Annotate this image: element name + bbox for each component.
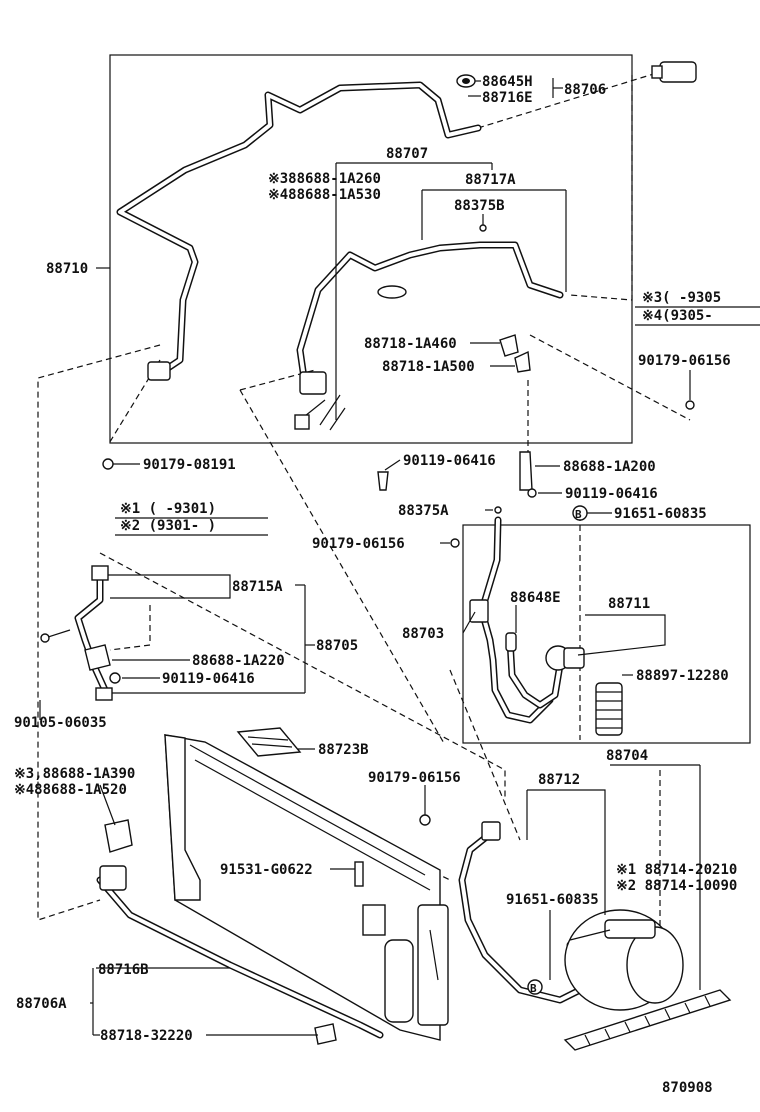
clamp-88718-32220-icon bbox=[314, 1023, 337, 1045]
label-88688-1A220: 88688-1A220 bbox=[192, 653, 285, 669]
clip-icon bbox=[377, 285, 407, 299]
circle-b-marker-top: B bbox=[572, 505, 588, 521]
compressor-hose-frame bbox=[462, 524, 751, 744]
label-88706: 88706 bbox=[564, 82, 606, 98]
circle-b-marker-bottom: B bbox=[527, 979, 543, 995]
label-88375B: 88375B bbox=[454, 198, 505, 214]
fitting-88715A-top-icon bbox=[91, 565, 109, 581]
label-90119-06416-c: 90119-06416 bbox=[162, 671, 255, 687]
fitting-88712-icon bbox=[481, 821, 501, 841]
fitting-88716B-icon bbox=[99, 865, 127, 891]
label-88688-1A530: ※488688-1A530 bbox=[268, 187, 381, 203]
nut-88375B-icon bbox=[479, 224, 487, 232]
compressor-icon bbox=[564, 909, 684, 1011]
bracket-upper-left-icon bbox=[299, 371, 327, 395]
label-88706A: 88706A bbox=[16, 996, 67, 1012]
label-88648E: 88648E bbox=[510, 590, 561, 606]
label-88645H: 88645H bbox=[482, 74, 533, 90]
svg-text:B: B bbox=[530, 982, 537, 995]
label-90179-06156-a: 90179-06156 bbox=[638, 353, 731, 369]
label-88688-1A200: 88688-1A200 bbox=[563, 459, 656, 475]
leader-lines bbox=[39, 78, 701, 1036]
bolt-91531-G0622-icon bbox=[354, 861, 386, 936]
hose-88703 bbox=[479, 516, 554, 724]
label-88707: 88707 bbox=[386, 146, 428, 162]
fitting-88703-icon bbox=[469, 599, 489, 623]
note-n4: ※4(9305- bbox=[642, 308, 713, 324]
label-88688-1A390: ※3,88688-1A390 bbox=[14, 766, 135, 782]
label-88714-20210: ※1 88714-20210 bbox=[616, 862, 737, 878]
label-88711: 88711 bbox=[608, 596, 650, 612]
o-ring-88645H-icon bbox=[456, 74, 476, 88]
nut-90179-06156-c-icon bbox=[419, 814, 431, 826]
sensor-88648E-icon bbox=[505, 632, 517, 652]
fitting-88715A-bottom-icon bbox=[95, 687, 113, 701]
label-91531-G0622: 91531-G0622 bbox=[220, 862, 313, 878]
label-88714-10090: ※2 88714-10090 bbox=[616, 878, 737, 894]
label-88710: 88710 bbox=[46, 261, 88, 277]
bolt-cluster-icon bbox=[294, 394, 346, 431]
note-n2: ※2 (9301- ) bbox=[120, 518, 216, 534]
nut-90179-06156-b-icon bbox=[450, 538, 460, 548]
label-88705: 88705 bbox=[316, 638, 358, 654]
label-90119-06416-a: 90119-06416 bbox=[403, 453, 496, 469]
label-88716E: 88716E bbox=[482, 90, 533, 106]
label-88704: 88704 bbox=[606, 748, 648, 764]
diagram-id: 870908 bbox=[662, 1080, 713, 1096]
pipe-88707 bbox=[296, 241, 564, 389]
label-90179-06156-c: 90179-06156 bbox=[368, 770, 461, 786]
label-88723B: 88723B bbox=[318, 742, 369, 758]
label-88375A: 88375A bbox=[398, 503, 449, 519]
pressure-switch-icon bbox=[651, 61, 697, 83]
condenser-icon bbox=[164, 734, 441, 1041]
tube-88715A bbox=[74, 566, 109, 694]
label-88716B: 88716B bbox=[98, 962, 149, 978]
label-88688-1A260: ※388688-1A260 bbox=[268, 171, 381, 187]
part-labels: 88645H 88716E 88706 88707 88717A ※388688… bbox=[14, 74, 760, 1096]
clamp-88688-1A220-icon bbox=[84, 644, 111, 671]
label-90179-06156-b: 90179-06156 bbox=[312, 536, 405, 552]
note-n3: ※3( -9305 bbox=[642, 290, 721, 306]
label-88703: 88703 bbox=[402, 626, 444, 642]
note-n1: ※1 ( -9301) bbox=[120, 501, 216, 517]
bracket-88710-icon bbox=[147, 361, 171, 381]
receiver-drier-icon bbox=[384, 904, 449, 1026]
label-90179-08191: 90179-08191 bbox=[143, 457, 236, 473]
bracket-88688-1A390-icon bbox=[104, 819, 133, 853]
label-88715A: 88715A bbox=[232, 579, 283, 595]
label-90105-06035: 90105-06035 bbox=[14, 715, 107, 731]
label-88718-32220: 88718-32220 bbox=[100, 1028, 193, 1044]
hose-88704 bbox=[506, 636, 564, 709]
bolt-90119-06416-icon bbox=[377, 471, 389, 491]
clamp-88718-1A500-icon bbox=[514, 350, 531, 373]
label-plate-88723B-icon bbox=[236, 727, 302, 757]
belt-icon bbox=[563, 989, 732, 1051]
label-88712: 88712 bbox=[538, 772, 580, 788]
label-88688-1A520: ※488688-1A520 bbox=[14, 782, 127, 798]
muffler-88711-icon bbox=[545, 645, 585, 671]
label-88718-1A460: 88718-1A460 bbox=[364, 336, 457, 352]
nut-88375A-icon bbox=[494, 506, 502, 514]
svg-text:B: B bbox=[575, 508, 582, 521]
tube-88716B bbox=[96, 876, 384, 1039]
nut-90179-08191-icon bbox=[102, 458, 114, 470]
clamp-88718-1A460-icon bbox=[499, 334, 519, 357]
label-91651-60835-b: 91651-60835 bbox=[506, 892, 599, 908]
label-88897-12280: 88897-12280 bbox=[636, 668, 729, 684]
bolt-90119-06416-b-icon bbox=[527, 488, 537, 498]
bracket-88688-1A200-icon bbox=[519, 451, 533, 491]
label-90119-06416-b: 90119-06416 bbox=[565, 486, 658, 502]
bolt-90119-06416-c-icon bbox=[109, 672, 121, 684]
bolt-90179-06156-icon bbox=[685, 400, 695, 410]
label-91651-60835-a: 91651-60835 bbox=[614, 506, 707, 522]
boot-88897-12280-icon bbox=[595, 682, 623, 736]
label-88717A: 88717A bbox=[465, 172, 516, 188]
pipe-88710 bbox=[116, 81, 482, 376]
label-88718-1A500: 88718-1A500 bbox=[382, 359, 475, 375]
bolt-90105-06035-icon bbox=[40, 629, 71, 643]
